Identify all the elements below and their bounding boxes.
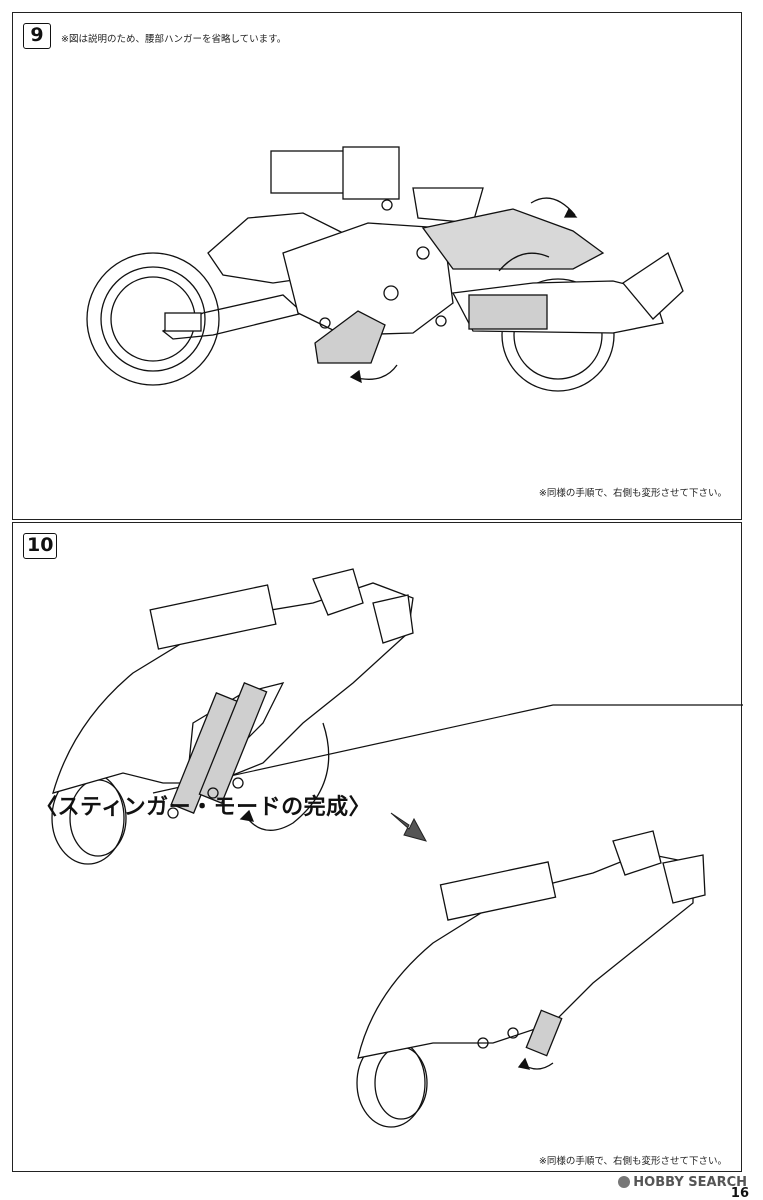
bike-completed-illustration [356, 830, 706, 1128]
step-9-panel: 9 ※図は説明のため、腰部ハンガーを省略しています。 [12, 12, 742, 520]
watermark-text: HOBBY SEARCH [633, 1175, 747, 1190]
step-number: 10 [23, 533, 58, 559]
note-top: ※図は説明のため、腰部ハンガーを省略しています。 [61, 34, 287, 45]
completion-caption: 〈スティンガー・モードの完成〉 [35, 795, 372, 820]
note-bottom: ※同様の手順で、右側も変形させて下さい。 [538, 488, 727, 499]
divider-line [152, 704, 743, 794]
bike-side-illustration [86, 146, 684, 392]
stinger-mode-illustrations [51, 568, 743, 1128]
page-number: 16 [730, 1186, 749, 1200]
watermark-logo: HOBBY SEARCH [618, 1175, 747, 1190]
logo-mark-icon [618, 1176, 631, 1188]
step-10-panel: 10 [12, 522, 743, 1172]
bike-before-illustration [51, 568, 414, 865]
down-right-arrow-icon [390, 812, 428, 842]
note-bottom: ※同様の手順で、右側も変形させて下さい。 [538, 1156, 727, 1167]
step-number: 9 [23, 23, 51, 49]
